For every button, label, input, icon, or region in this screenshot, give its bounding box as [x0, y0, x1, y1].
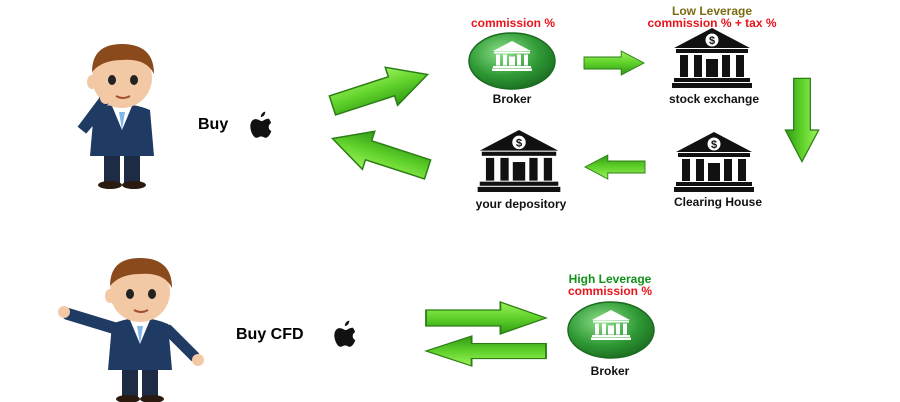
- arrow-icon: [583, 50, 645, 76]
- clearing-house-label: Clearing House: [673, 195, 763, 209]
- buy-label: Buy: [198, 116, 229, 133]
- stock-exchange-label: stock exchange: [668, 92, 760, 106]
- buy-cfd-label: Buy CFD: [236, 326, 304, 343]
- arrow-icon: [425, 335, 547, 367]
- businessman-thinking-figure: [77, 43, 155, 190]
- clearing-house-bank-icon: [674, 132, 754, 192]
- high-leverage-label: High Leverage: [568, 272, 652, 286]
- arrow-icon: [325, 54, 435, 126]
- low-leverage-label: Low Leverage: [671, 4, 753, 18]
- stock-exchange-bank-icon: [672, 28, 752, 88]
- businessman-pointing-figure: [58, 257, 204, 402]
- arrow-icon: [584, 154, 646, 180]
- broker-bank-icon: [468, 32, 556, 90]
- arrow-icon: [425, 301, 547, 335]
- broker-commission-label: commission %: [470, 16, 556, 30]
- cfd-broker-bank-icon: [567, 301, 655, 359]
- broker-label: Broker: [492, 92, 532, 106]
- depository-label: your depository: [475, 197, 567, 211]
- depository-bank-icon: [477, 130, 561, 192]
- stock-exchange-fee-label: commission % + tax %: [647, 16, 777, 30]
- arrow-icon: [325, 118, 435, 190]
- cfd-broker-commission-label: commission %: [567, 284, 653, 298]
- cfd-broker-label: Broker: [590, 364, 630, 378]
- arrow-icon: [784, 77, 820, 163]
- apple-logo-icon: [334, 320, 356, 347]
- apple-logo-icon: [250, 111, 272, 138]
